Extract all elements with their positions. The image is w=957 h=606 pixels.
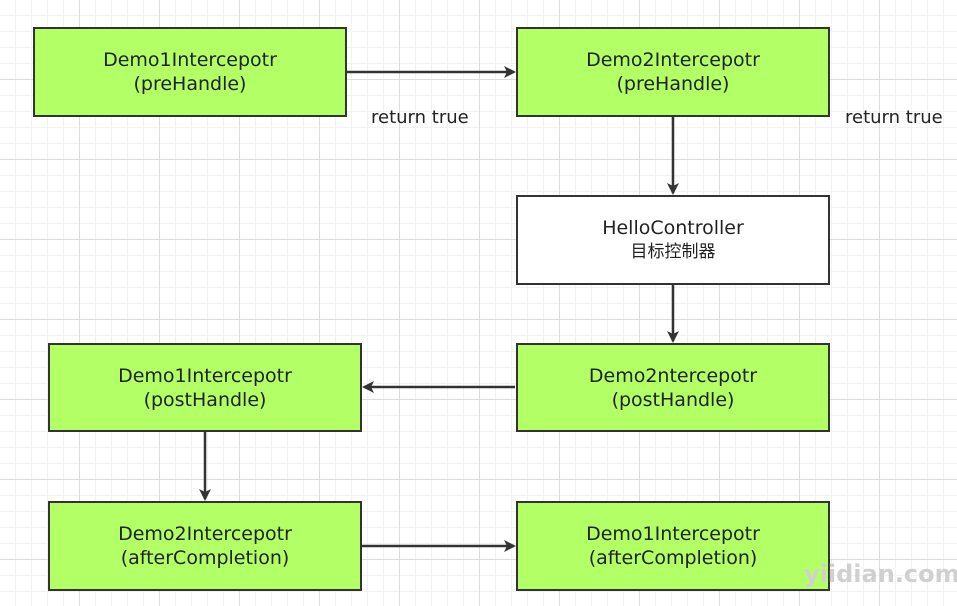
node-demo2-aftercompletion: Demo2Intercepotr (afterCompletion) xyxy=(48,501,362,591)
edge-label-return-true-1: return true xyxy=(371,107,469,128)
node-demo2-aftercompletion-line1: Demo2Intercepotr xyxy=(118,523,292,545)
node-demo1-posthandle-line1: Demo1Intercepotr xyxy=(118,364,292,387)
node-demo2-aftercompletion-line2: (afterCompletion) xyxy=(120,547,290,569)
node-hello-controller-line2: 目标控制器 xyxy=(630,242,716,262)
node-demo2-prehandle-line2: (preHandle) xyxy=(616,73,730,95)
edge-label-return-true-2: return true xyxy=(845,107,943,128)
node-demo2-prehandle: Demo2Intercepotr (preHandle) xyxy=(516,27,830,117)
node-demo1-posthandle-line2: (postHandle) xyxy=(143,388,267,411)
node-demo1-aftercompletion-line2: (afterCompletion) xyxy=(588,547,758,569)
node-demo2-prehandle-line1: Demo2Intercepotr xyxy=(586,49,760,71)
watermark: yiidian.com xyxy=(804,560,957,588)
node-demo1-aftercompletion-line1: Demo1Intercepotr xyxy=(586,523,760,545)
node-demo2-posthandle: Demo2ntercepotr (postHandle) xyxy=(516,343,830,432)
node-hello-controller: HelloController 目标控制器 xyxy=(516,195,830,285)
node-demo1-posthandle: Demo1Intercepotr (postHandle) xyxy=(48,343,362,432)
node-hello-controller-line1: HelloController xyxy=(602,217,744,239)
node-demo1-prehandle: Demo1Intercepotr (preHandle) xyxy=(33,27,347,117)
node-demo1-prehandle-line1: Demo1Intercepotr xyxy=(103,49,277,71)
node-demo1-aftercompletion: Demo1Intercepotr (afterCompletion) xyxy=(516,501,830,591)
node-demo1-prehandle-line2: (preHandle) xyxy=(133,73,247,95)
node-demo2-posthandle-line1: Demo2ntercepotr xyxy=(588,364,758,387)
node-demo2-posthandle-line2: (postHandle) xyxy=(611,388,735,411)
